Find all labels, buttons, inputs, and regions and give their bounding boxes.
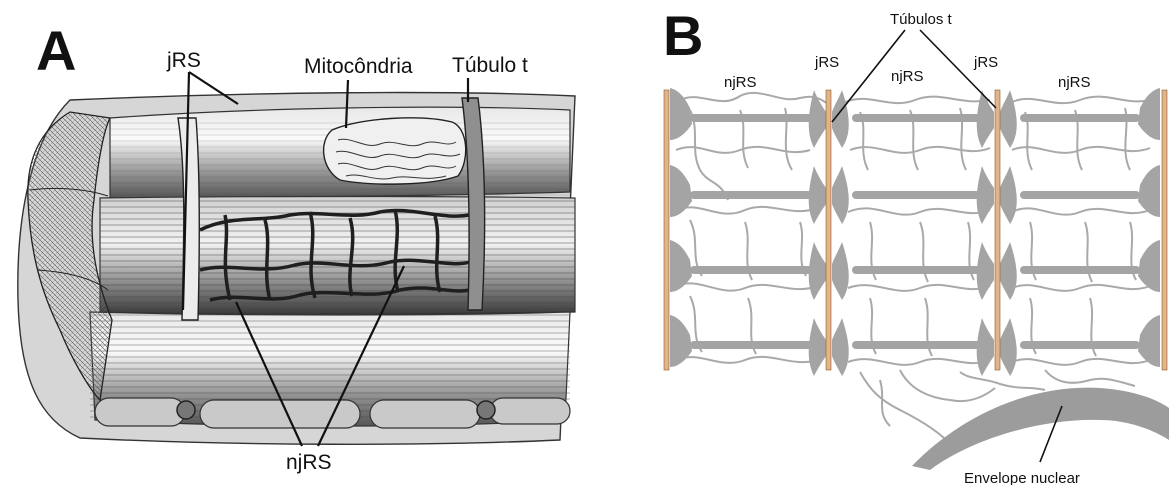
panel-a: A bbox=[18, 19, 575, 474]
label-njrs-right: njRS bbox=[1058, 74, 1091, 91]
label-jrs-right: jRS bbox=[973, 54, 998, 71]
label-nuclear-envelope: Envelope nuclear bbox=[964, 470, 1080, 485]
label-mitochondria: Mitocôndria bbox=[304, 55, 413, 78]
panel-b-letter: B bbox=[663, 4, 703, 67]
label-t-tubule: Túbulo t bbox=[452, 54, 528, 77]
label-t-tubules: Túbulos t bbox=[890, 11, 953, 28]
label-jrs-left: jRS bbox=[814, 54, 839, 71]
panel-b: B bbox=[663, 4, 1169, 485]
label-njrs-left: njRS bbox=[724, 74, 757, 91]
mitochondrion bbox=[324, 118, 466, 184]
label-njrs-center: njRS bbox=[891, 68, 924, 85]
label-jrs: jRS bbox=[166, 49, 201, 72]
label-njrs: njRS bbox=[286, 451, 332, 474]
muscle-fiber-illustration bbox=[18, 93, 575, 445]
panel-a-letter: A bbox=[36, 19, 76, 82]
